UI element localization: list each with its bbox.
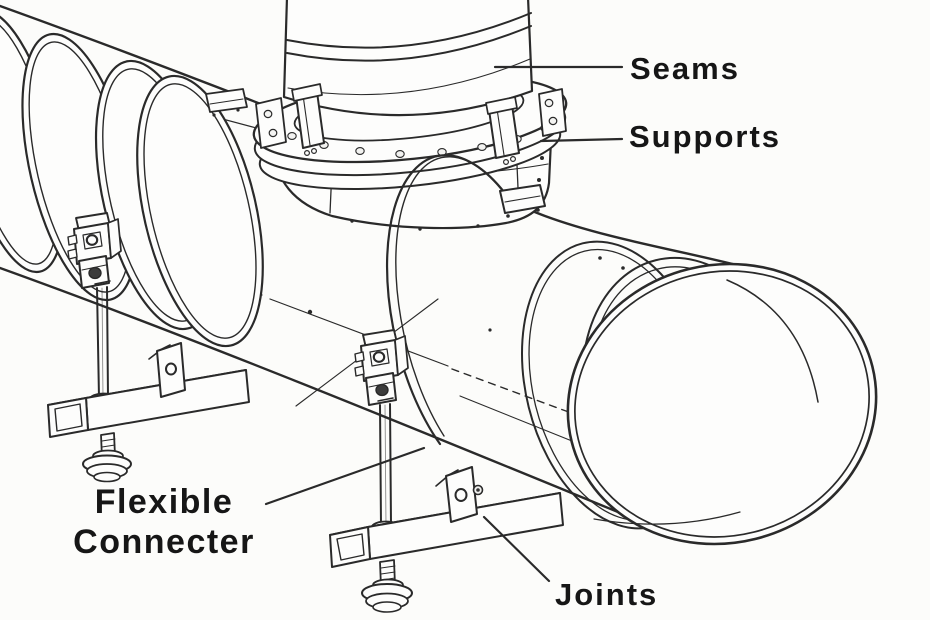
label-flexible-connecter: Flexible Connecter: [73, 483, 255, 561]
label-supports: Supports: [629, 119, 782, 154]
saddle-bracket: [435, 466, 484, 523]
label-joints: Joints: [555, 577, 659, 612]
leveling-foot: [82, 432, 132, 483]
mouth-outer-rim: [566, 262, 878, 546]
flexible-connecter-leader-line: [264, 446, 426, 506]
duct-seam-right-lower: [459, 395, 573, 442]
duct-bands-left: [0, 8, 264, 348]
duct-seam-right-solid: [269, 298, 449, 367]
beam: [329, 492, 564, 568]
mouth-inner-wall: [726, 279, 819, 403]
cylinder-seam-band: [286, 12, 532, 49]
vertical-duct-branch: [252, 0, 568, 231]
mouth-inner-rim: [574, 270, 870, 538]
band-clamp-tab: [205, 88, 248, 113]
mouth-inner-bottom: [593, 511, 741, 525]
leveling-foot: [361, 559, 413, 613]
collar-clamps: [255, 83, 567, 166]
clamp-block: [67, 212, 122, 289]
supports-leader-line: [539, 137, 624, 143]
joints-leader-line: [482, 515, 551, 583]
threaded-rod: [377, 397, 394, 527]
leader-lines: [264, 65, 624, 583]
support-stand-left: [47, 212, 250, 483]
duct-bottom-edge: [0, 266, 620, 514]
beam: [47, 369, 250, 438]
clamp-block: [354, 329, 409, 406]
band-5: [386, 154, 546, 446]
collar-lug-right: [538, 88, 567, 137]
collar-lug-left: [255, 97, 287, 149]
support-stand-middle: [329, 329, 564, 613]
duct-mouth-opening: [566, 262, 878, 546]
band-4: [136, 74, 264, 348]
upper-cylinder: [282, 0, 534, 117]
threaded-rod: [94, 280, 111, 399]
saddle-bracket: [148, 342, 186, 398]
label-seams: Seams: [630, 51, 740, 86]
